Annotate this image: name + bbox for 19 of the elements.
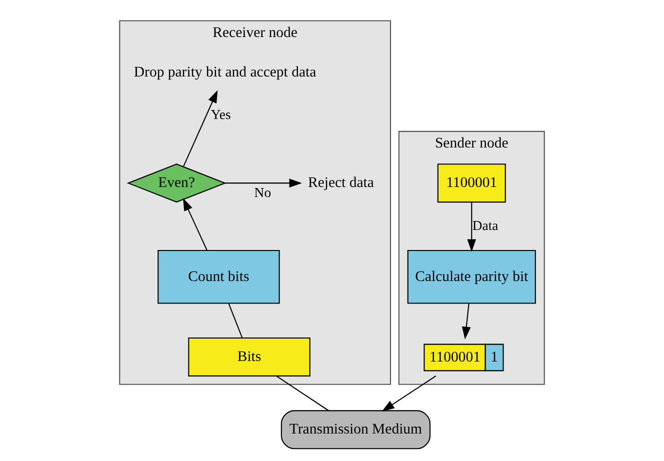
node-text: Drop parity bit and accept data bbox=[134, 64, 316, 80]
node-box: Count bits bbox=[158, 250, 280, 304]
connector bbox=[276, 376, 329, 412]
edge-label: Data bbox=[472, 218, 498, 233]
node-box: Calculate parity bit bbox=[407, 250, 536, 304]
connector bbox=[228, 303, 243, 338]
arrow bbox=[382, 376, 436, 412]
edge-label: No bbox=[254, 185, 272, 200]
arrow bbox=[183, 90, 218, 167]
arrow bbox=[462, 303, 471, 340]
edge-label: Yes bbox=[210, 107, 231, 122]
node-box: Bits bbox=[188, 337, 310, 376]
node-box: Transmission Medium bbox=[280, 410, 431, 450]
node-text: Reject data bbox=[308, 174, 374, 191]
arrow bbox=[225, 178, 302, 188]
node-box: 1100001 bbox=[437, 164, 506, 203]
node-diamond: Even? bbox=[126, 164, 226, 203]
arrow bbox=[467, 202, 476, 252]
arrow bbox=[182, 198, 208, 250]
